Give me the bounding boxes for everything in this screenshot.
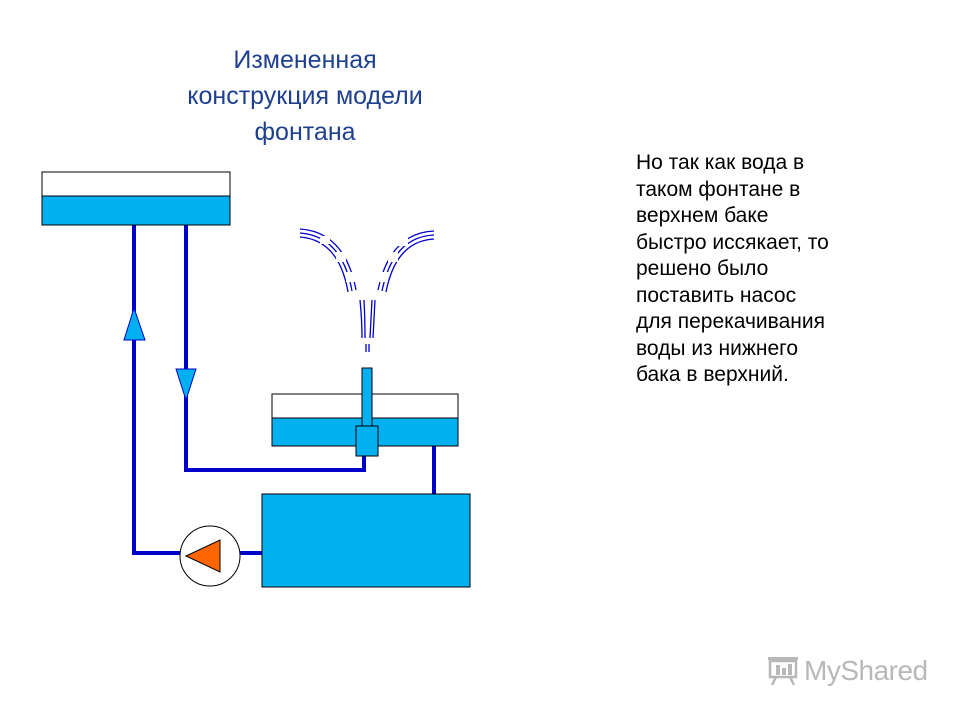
fountain-nozzle <box>355 367 379 457</box>
flow-arrow-down <box>175 368 197 402</box>
projector-screen-icon <box>768 657 798 686</box>
lower-reservoir <box>261 493 471 588</box>
pump <box>179 525 241 587</box>
slide-title: Измененная конструкция модели фонтана <box>187 46 423 146</box>
watermark: MyShared <box>766 655 928 687</box>
flow-arrow-up <box>123 306 146 341</box>
water-droplets <box>320 236 408 343</box>
water-jets <box>299 228 435 339</box>
pipe-up-to-upper-tank <box>132 225 181 555</box>
upper-tank <box>41 171 231 226</box>
nozzle-spray <box>365 344 370 352</box>
pump-arrow <box>184 539 221 573</box>
body-text: Но так как вода в таком фонтане в верхне… <box>636 151 829 386</box>
pipe-down-to-middle-tank <box>184 225 366 472</box>
watermark-text: MyShared <box>804 655 928 686</box>
fountain-diagram <box>41 171 471 588</box>
